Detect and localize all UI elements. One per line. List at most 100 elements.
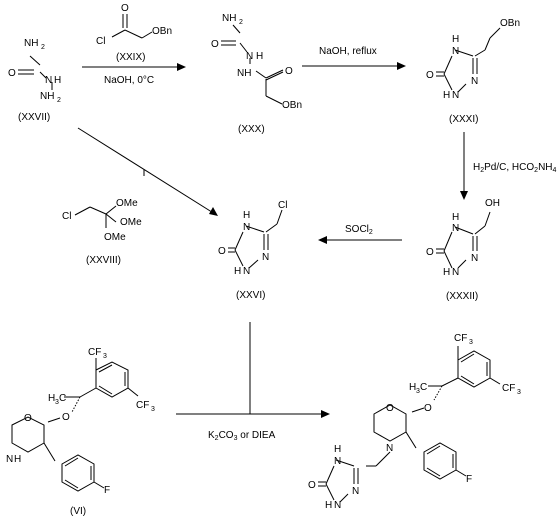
condition-step4: SOCl2	[345, 224, 373, 236]
svg-text:CF: CF	[454, 333, 467, 344]
svg-text:H: H	[14, 454, 21, 465]
svg-text:N: N	[334, 500, 341, 511]
svg-text:H: H	[334, 444, 341, 455]
svg-text:2: 2	[57, 97, 61, 104]
xxix-label: (XXIX)	[116, 52, 145, 63]
svg-text:H: H	[443, 267, 450, 278]
xxxii-label: (XXXII)	[446, 291, 478, 302]
svg-text:Cl: Cl	[62, 211, 71, 222]
arrow-step3: H2Pd/C, HCO2NH4	[460, 132, 557, 200]
svg-text:C: C	[420, 382, 427, 393]
compound-xxx: NH 2 O N H NH O OBn (XXX)	[211, 13, 302, 135]
svg-text:NH: NH	[237, 68, 251, 79]
svg-text:2: 2	[239, 19, 243, 26]
svg-text:OBn: OBn	[152, 26, 172, 37]
condition-step5: K2CO3 or DIEA	[208, 430, 276, 442]
svg-text:H: H	[452, 34, 459, 45]
xxviii-label: (XXVIII)	[86, 255, 121, 266]
svg-text:OH: OH	[485, 198, 500, 209]
svg-text:O: O	[62, 412, 70, 423]
arrow-step4: SOCl2	[318, 224, 402, 244]
svg-text:N: N	[452, 90, 459, 101]
compound-xxxi: H N O N N H OBn (XXXI)	[426, 18, 520, 125]
vi-label: (VI)	[70, 506, 86, 517]
svg-text:2: 2	[41, 44, 45, 51]
svg-text:O: O	[386, 403, 394, 414]
svg-text:O: O	[426, 247, 434, 258]
compound-xxvii: NH 2 O N H NH 2 (XXVII)	[8, 38, 61, 123]
svg-text:OMe: OMe	[104, 232, 126, 243]
svg-text:N: N	[352, 486, 359, 497]
svg-text:N: N	[246, 51, 253, 62]
svg-text:H: H	[452, 212, 459, 223]
svg-text:H: H	[48, 393, 55, 404]
svg-text:3: 3	[469, 339, 473, 346]
arrow-diagonal	[77, 127, 218, 216]
xxvii-label: (XXVII)	[18, 112, 50, 123]
xxvi-label: (XXVI)	[236, 290, 265, 301]
svg-text:OMe: OMe	[120, 217, 142, 228]
svg-text:H: H	[256, 51, 263, 62]
compound-product: CF 3 CF 3 H 3 C O O N H N O N N H	[308, 333, 521, 511]
svg-text:O: O	[24, 413, 32, 424]
svg-text:CF: CF	[88, 347, 101, 358]
svg-text:CF: CF	[136, 400, 149, 411]
svg-text:H: H	[234, 266, 241, 277]
svg-text:N: N	[386, 443, 393, 454]
xxxi-label: (XXXI)	[449, 114, 478, 125]
svg-text:O: O	[8, 68, 16, 79]
condition-step2: NaOH, reflux	[319, 46, 377, 57]
svg-text:N: N	[452, 223, 459, 234]
svg-text:O: O	[285, 66, 293, 77]
svg-text:Cl: Cl	[96, 36, 105, 47]
arrow-step1: NaOH, 0°C	[82, 63, 186, 86]
xxvii-nh2: NH	[24, 38, 38, 49]
svg-text:N: N	[452, 267, 459, 278]
svg-text:H: H	[54, 75, 61, 86]
svg-text:O: O	[308, 480, 316, 491]
svg-text:3: 3	[151, 406, 155, 413]
svg-text:N: N	[452, 46, 459, 57]
svg-text:H: H	[243, 210, 250, 221]
condition-step1: NaOH, 0°C	[104, 75, 154, 86]
xxx-label: (XXX)	[238, 124, 265, 135]
svg-text:F: F	[104, 485, 110, 496]
svg-text:O: O	[211, 39, 219, 50]
svg-text:3: 3	[416, 388, 420, 395]
svg-text:N: N	[471, 76, 478, 87]
arrow-step5: K2CO3 or DIEA	[176, 410, 330, 442]
svg-text:N: N	[471, 253, 478, 264]
arrow-step2: NaOH, reflux	[302, 46, 406, 70]
svg-text:CF: CF	[502, 383, 515, 394]
svg-text:N: N	[6, 454, 13, 465]
svg-text:N: N	[243, 266, 250, 277]
svg-text:O: O	[121, 3, 129, 14]
svg-text:N: N	[45, 75, 52, 86]
svg-text:O: O	[218, 246, 226, 257]
svg-text:Cl: Cl	[278, 200, 287, 211]
svg-text:N: N	[243, 222, 250, 233]
svg-text:N: N	[262, 252, 269, 263]
svg-text:OMe: OMe	[116, 198, 138, 209]
svg-text:H: H	[325, 500, 332, 511]
svg-text:C: C	[59, 393, 66, 404]
compound-xxvi: H N O N N H Cl (XXVI)	[218, 200, 287, 301]
compound-xxviii: Cl OMe OMe OMe (XXVIII)	[62, 198, 142, 266]
svg-text:3: 3	[517, 389, 521, 396]
svg-text:OBn: OBn	[282, 100, 302, 111]
svg-text:F: F	[466, 474, 472, 485]
svg-text:NH: NH	[222, 13, 236, 24]
svg-text:H: H	[443, 90, 450, 101]
compound-vi: CF 3 CF 3 H 3 C O O N H F (VI)	[6, 347, 155, 517]
compound-xxix: O Cl OBn (XXIX)	[96, 3, 172, 63]
svg-text:NH: NH	[40, 91, 54, 102]
svg-text:H: H	[409, 382, 416, 393]
svg-text:3: 3	[55, 399, 59, 406]
svg-text:OBn: OBn	[500, 18, 520, 29]
svg-text:3: 3	[103, 353, 107, 360]
svg-text:N: N	[334, 456, 341, 467]
condition-step3: H2Pd/C, HCO2NH4	[473, 162, 557, 174]
svg-text:O: O	[426, 70, 434, 81]
